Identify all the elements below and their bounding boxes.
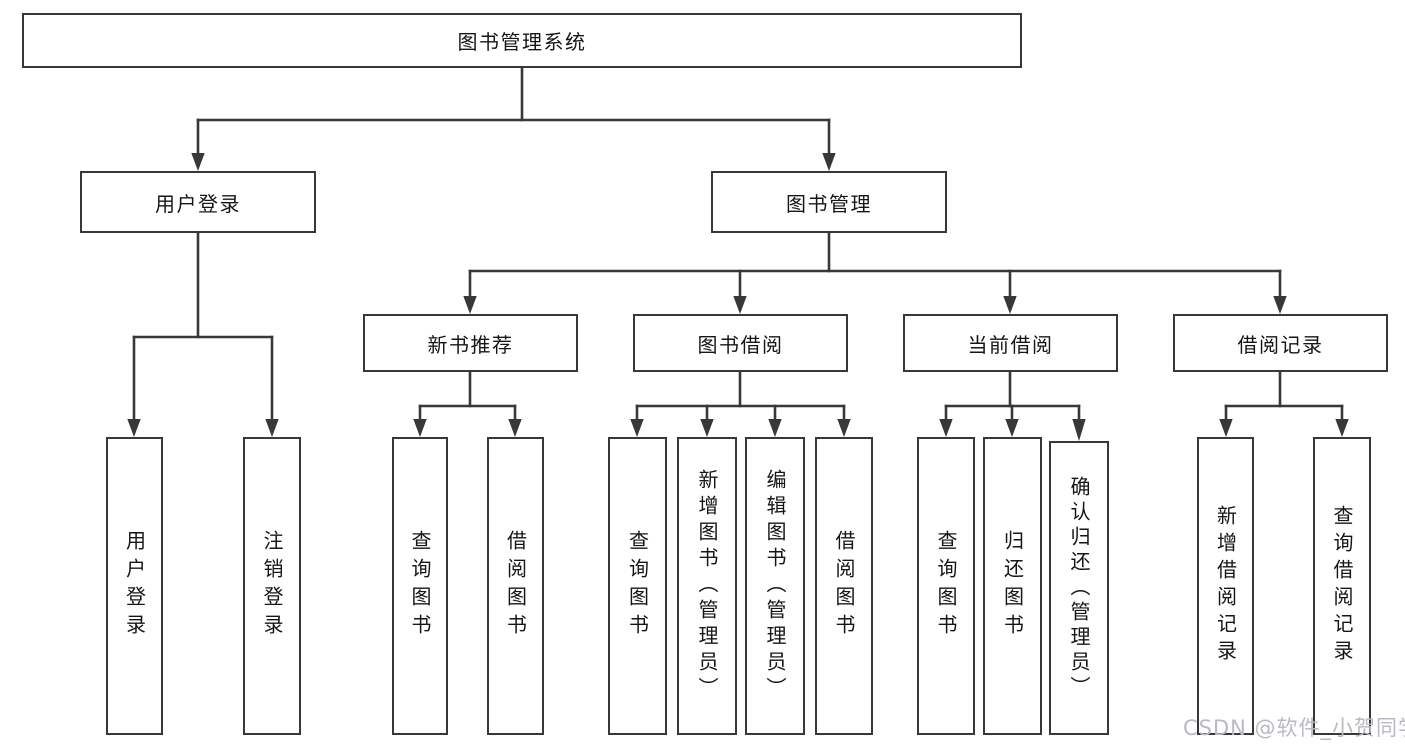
- node-current-borrowing: 当前借阅: [903, 314, 1118, 372]
- leaf-add-book-admin: 新增图书（管理员）: [677, 437, 737, 735]
- watermark-text: CSDN @软件_小贺同学: [1183, 716, 1405, 740]
- node-borrowing-records: 借阅记录: [1173, 314, 1388, 372]
- node-book-management: 图书管理: [711, 171, 947, 233]
- leaf-edit-book-admin: 编辑图书（管理员）: [745, 437, 805, 735]
- leaf-borrow-books-borrowing: 借阅图书: [815, 437, 873, 735]
- leaf-return-book: 归还图书: [983, 437, 1042, 735]
- leaf-confirm-return-admin: 确认归还（管理员）: [1049, 441, 1109, 735]
- leaf-borrow-books-recommend: 借阅图书: [487, 437, 544, 735]
- node-library-management-system: 图书管理系统: [22, 13, 1022, 68]
- leaf-add-borrow-record: 新增借阅记录: [1197, 437, 1254, 735]
- node-user-login: 用户登录: [80, 171, 316, 233]
- leaf-query-borrow-record: 查询借阅记录: [1313, 437, 1371, 735]
- leaf-query-books-borrowing: 查询图书: [608, 437, 667, 735]
- leaf-query-books-recommend: 查询图书: [392, 437, 448, 735]
- leaf-logout-login: 注销登录: [243, 437, 301, 735]
- node-book-borrowing: 图书借阅: [633, 314, 848, 372]
- leaf-user-login: 用户登录: [106, 437, 163, 735]
- node-new-book-recommendation: 新书推荐: [363, 314, 578, 372]
- leaf-query-books-current: 查询图书: [917, 437, 975, 735]
